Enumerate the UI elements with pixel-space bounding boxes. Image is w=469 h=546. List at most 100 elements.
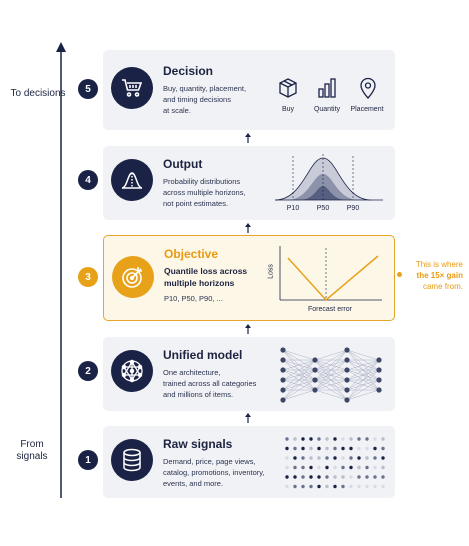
network-node bbox=[376, 357, 382, 363]
database-icon bbox=[111, 439, 153, 481]
signal-dot bbox=[333, 456, 337, 460]
stage-number-badge: 1 bbox=[78, 450, 98, 470]
network-edge bbox=[346, 359, 380, 371]
signal-dot-grid bbox=[285, 437, 385, 489]
signal-dot bbox=[381, 456, 385, 460]
network-edge bbox=[346, 389, 380, 401]
signal-dot bbox=[349, 484, 353, 489]
signal-dot bbox=[333, 484, 337, 489]
network-edge bbox=[346, 359, 380, 401]
distribution-chart bbox=[274, 154, 383, 201]
network-node bbox=[280, 357, 286, 363]
shopping-cart-icon bbox=[111, 67, 153, 109]
neural-network-diagram bbox=[280, 347, 382, 403]
signal-dot bbox=[341, 465, 345, 470]
map-pin-icon bbox=[360, 77, 376, 99]
network-edge bbox=[314, 359, 348, 391]
stage-number-badge: 3 bbox=[78, 267, 98, 287]
stage-number-badge: 4 bbox=[78, 170, 98, 190]
network-edge bbox=[282, 389, 316, 401]
network-icon bbox=[111, 350, 153, 392]
network-edge bbox=[346, 359, 380, 391]
network-edge bbox=[314, 349, 348, 391]
signal-dot bbox=[325, 475, 329, 479]
network-edge bbox=[282, 359, 316, 391]
signal-dot bbox=[365, 484, 369, 489]
signal-dot bbox=[341, 437, 345, 441]
stage-number-badge: 5 bbox=[78, 79, 98, 99]
signal-dot bbox=[357, 475, 361, 479]
stage-card-decision: Decision Buy, quantity, placement,and ti… bbox=[103, 50, 395, 130]
decision-icon-label: Buy bbox=[281, 106, 295, 113]
signal-dot bbox=[293, 465, 297, 470]
signal-dot bbox=[365, 456, 369, 460]
network-node bbox=[312, 367, 318, 373]
network-node bbox=[312, 377, 318, 383]
connector-arrow bbox=[245, 133, 251, 143]
network-edge bbox=[314, 349, 348, 381]
stage-title: Decision bbox=[163, 64, 214, 78]
bell-curve-icon bbox=[111, 159, 153, 201]
quantile-label: P50 bbox=[316, 205, 330, 212]
signal-dot bbox=[285, 475, 289, 479]
signal-dot bbox=[333, 475, 337, 479]
signal-dot bbox=[357, 446, 361, 451]
stage-card-raw-signals: Raw signals Demand, price, page views,ca… bbox=[103, 426, 395, 498]
signal-dot bbox=[285, 437, 289, 441]
signal-dot bbox=[317, 437, 321, 441]
stage-title: Objective bbox=[164, 247, 219, 261]
signal-dot bbox=[381, 465, 385, 470]
connector-arrow bbox=[245, 223, 251, 233]
network-edge bbox=[346, 369, 380, 401]
stage-description: Buy, quantity, placement,and timing deci… bbox=[163, 84, 247, 115]
signal-dot bbox=[373, 465, 377, 470]
signal-dot bbox=[357, 456, 361, 460]
signal-dot bbox=[285, 446, 289, 451]
signal-dot bbox=[325, 465, 329, 470]
signal-dot bbox=[301, 456, 305, 460]
signal-dot bbox=[301, 437, 305, 441]
signal-dot bbox=[293, 475, 297, 479]
signal-dot bbox=[349, 465, 353, 470]
loss-plot-ylabel: Loss bbox=[267, 264, 275, 279]
axis-top-label: To decisions bbox=[10, 88, 66, 99]
network-node bbox=[312, 387, 318, 393]
signal-dot bbox=[317, 475, 321, 479]
signal-dot bbox=[333, 465, 337, 470]
network-node bbox=[344, 397, 350, 403]
signal-dot bbox=[357, 437, 361, 441]
target-icon bbox=[112, 256, 154, 298]
connector-arrow bbox=[245, 413, 251, 423]
signal-dot bbox=[309, 484, 313, 489]
bar-chart-icon bbox=[318, 78, 336, 98]
network-node bbox=[344, 347, 350, 353]
quantile-label: P10 bbox=[286, 205, 300, 212]
connector-arrow bbox=[245, 324, 251, 334]
stage-description: Demand, price, page views,catalog, promo… bbox=[163, 457, 265, 488]
network-edge bbox=[282, 359, 316, 381]
signal-dot bbox=[285, 484, 289, 489]
signal-dot bbox=[293, 437, 297, 441]
signal-dot bbox=[341, 456, 345, 460]
network-node bbox=[344, 377, 350, 383]
signal-dot bbox=[365, 437, 369, 441]
decision-icon-label: Placement bbox=[350, 106, 384, 113]
quantile-label: P90 bbox=[346, 205, 360, 212]
network-node bbox=[312, 357, 318, 363]
network-node bbox=[280, 387, 286, 393]
network-edge bbox=[314, 379, 348, 391]
network-edge bbox=[314, 369, 348, 391]
signal-dot bbox=[341, 484, 345, 489]
signal-dot bbox=[349, 446, 353, 451]
signal-dot bbox=[325, 446, 329, 451]
signal-dot bbox=[325, 484, 329, 489]
network-edge bbox=[282, 359, 316, 371]
signal-dot bbox=[317, 484, 321, 489]
network-edge bbox=[346, 359, 380, 381]
network-edge bbox=[282, 369, 316, 401]
loss-plot bbox=[279, 246, 382, 302]
network-node bbox=[280, 367, 286, 373]
network-node bbox=[344, 367, 350, 373]
